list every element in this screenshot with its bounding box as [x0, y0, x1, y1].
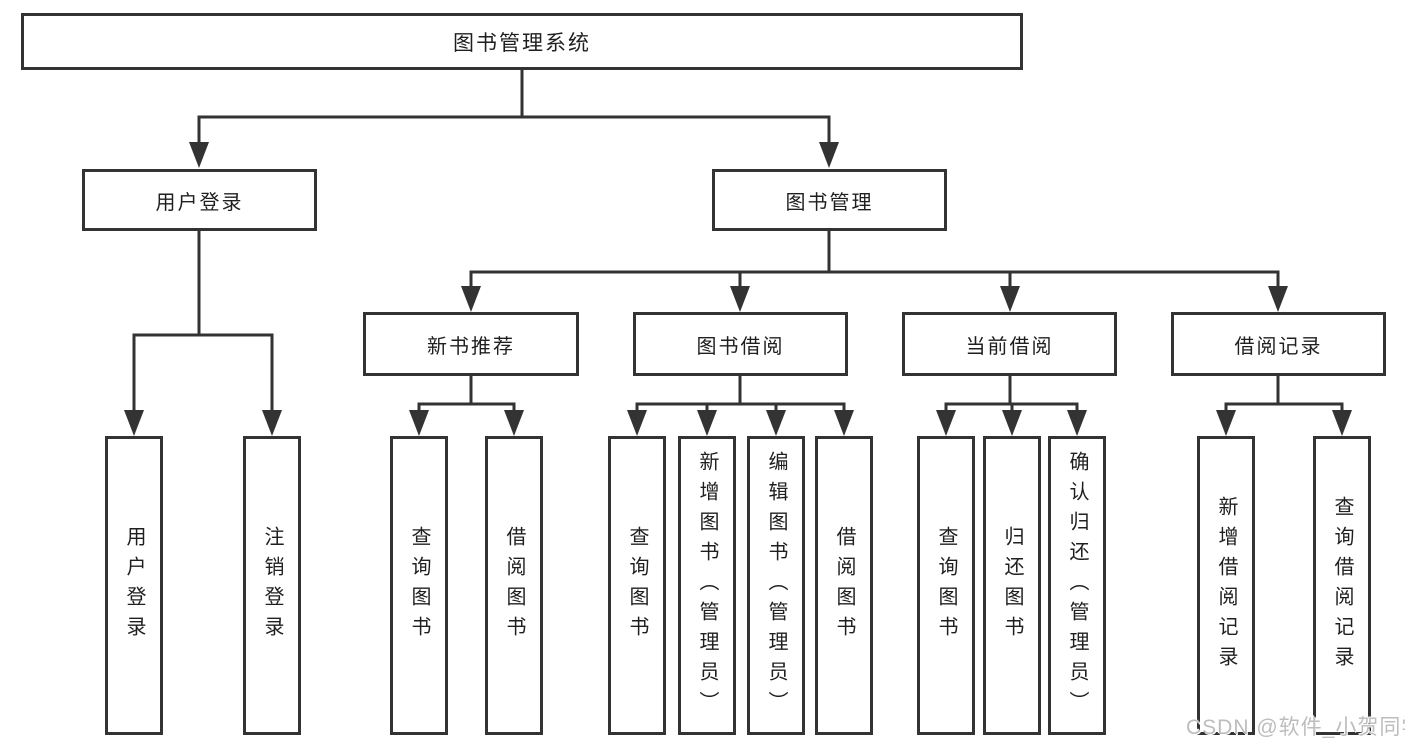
node-new-book-recommend: 新书推荐 — [363, 312, 579, 376]
arrow-down-icon — [124, 410, 144, 436]
leaf-add-book-admin: 新增图书（管理员） — [678, 436, 736, 735]
leaf-label: 查询图书 — [626, 525, 648, 646]
node-book-borrow: 图书借阅 — [633, 312, 848, 376]
arrow-down-icon — [834, 410, 854, 436]
leaf-label: 确认归还（管理员） — [1066, 450, 1088, 721]
arrow-down-icon — [697, 410, 717, 436]
csdn-watermark: CSDN @软件_小贺同学 — [1186, 716, 1405, 739]
leaf-label: 编辑图书（管理员） — [765, 450, 787, 721]
arrow-down-icon — [1216, 410, 1236, 436]
leaf-edit-book-admin: 编辑图书（管理员） — [747, 436, 805, 735]
leaf-add-borrow-record: 新增借阅记录 — [1197, 436, 1255, 735]
arrow-down-icon — [461, 286, 481, 312]
node-root-system: 图书管理系统 — [21, 13, 1023, 70]
arrow-down-icon — [1002, 410, 1022, 436]
arrow-down-icon — [627, 410, 647, 436]
arrow-down-icon — [1000, 286, 1020, 312]
leaf-label: 借阅图书 — [503, 525, 525, 646]
arrow-down-icon — [1268, 286, 1288, 312]
arrow-down-icon — [819, 142, 839, 168]
leaf-return-book: 归还图书 — [983, 436, 1041, 735]
leaf-query-books-current: 查询图书 — [917, 436, 975, 735]
leaf-label: 新增借阅记录 — [1215, 495, 1237, 676]
leaf-label: 查询图书 — [935, 525, 957, 646]
node-book-management: 图书管理 — [712, 169, 947, 231]
leaf-label: 查询图书 — [408, 525, 430, 646]
leaf-logout: 注销登录 — [243, 436, 301, 735]
leaf-label: 注销登录 — [261, 525, 283, 646]
leaf-label: 借阅图书 — [833, 525, 855, 646]
arrow-down-icon — [189, 142, 209, 168]
leaf-query-borrow-record: 查询借阅记录 — [1313, 436, 1371, 735]
arrow-down-icon — [262, 410, 282, 436]
leaf-label: 新增图书（管理员） — [696, 450, 718, 721]
arrow-down-icon — [409, 410, 429, 436]
arrow-down-icon — [504, 410, 524, 436]
leaf-label: 用户登录 — [123, 525, 145, 646]
connector-strokes — [132, 68, 1344, 412]
arrow-down-icon — [1332, 410, 1352, 436]
arrow-down-icon — [730, 286, 750, 312]
node-user-login: 用户登录 — [82, 169, 317, 231]
node-current-borrow: 当前借阅 — [902, 312, 1117, 376]
leaf-borrow-books: 借阅图书 — [815, 436, 873, 735]
leaf-user-login: 用户登录 — [105, 436, 163, 735]
leaf-borrow-books-recommend: 借阅图书 — [485, 436, 543, 735]
leaf-label: 归还图书 — [1001, 525, 1023, 646]
leaf-confirm-return-admin: 确认归还（管理员） — [1048, 436, 1106, 735]
arrow-down-icon — [1067, 410, 1087, 436]
leaf-label: 查询借阅记录 — [1331, 495, 1353, 676]
arrow-down-icon — [766, 410, 786, 436]
arrow-down-icon — [936, 410, 956, 436]
leaf-query-books-borrow: 查询图书 — [608, 436, 666, 735]
leaf-query-books-recommend: 查询图书 — [390, 436, 448, 735]
arrowheads — [124, 142, 1352, 436]
node-borrow-records: 借阅记录 — [1171, 312, 1386, 376]
